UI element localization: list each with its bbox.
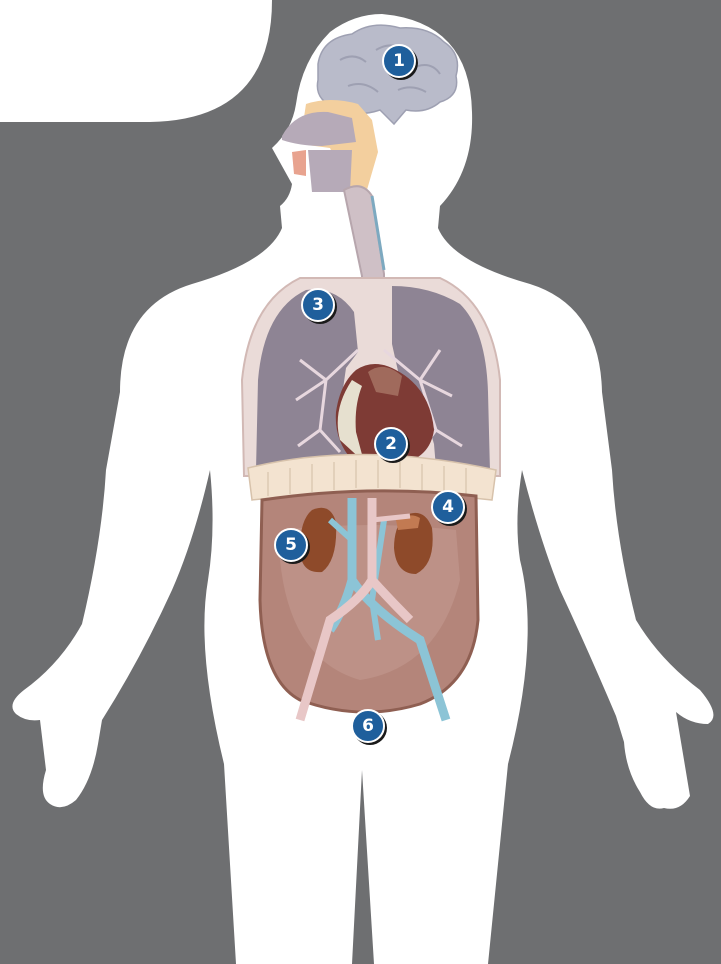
marker-3-lungs[interactable]: 3 [301,288,335,322]
marker-2-heart[interactable]: 2 [374,427,408,461]
mouth-cavity-icon [308,150,352,192]
marker-4-vessels[interactable]: 4 [431,490,465,524]
marker-1-brain[interactable]: 1 [382,44,416,78]
lip-icon [292,150,306,176]
corner-panel [0,0,272,122]
marker-6-pelvis[interactable]: 6 [351,709,385,743]
marker-5-kidney[interactable]: 5 [274,528,308,562]
